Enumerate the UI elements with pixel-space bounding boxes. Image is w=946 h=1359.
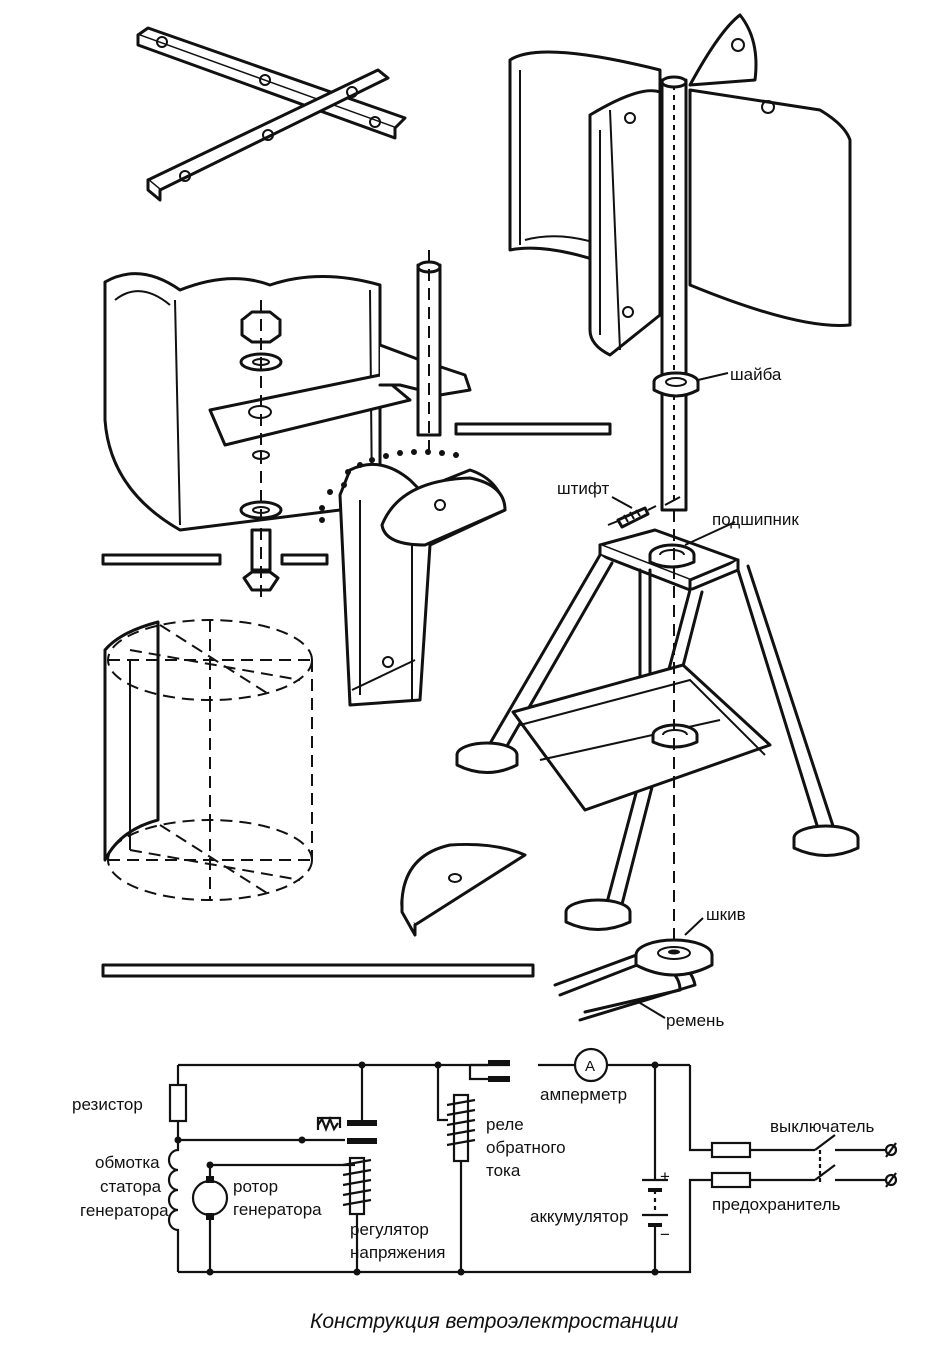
label-belt: ремень [666, 1011, 724, 1030]
label-battery: аккумулятор [530, 1207, 628, 1226]
label-relay-2: обратного [486, 1138, 566, 1157]
blade-segment-with-bolt [101, 250, 612, 600]
label-regulator-2: напряжения [350, 1243, 445, 1262]
label-relay-1: реле [486, 1115, 524, 1134]
label-resistor: резистор [72, 1095, 143, 1114]
half-disc-plate [400, 842, 527, 937]
fuse-bottom [710, 1171, 752, 1189]
electrical-circuit: A + − [167, 1047, 898, 1276]
ammeter-letter: A [585, 1058, 595, 1075]
label-washer: шайба [730, 365, 782, 384]
label-regulator-1: регулятор [350, 1220, 429, 1239]
leader-belt [634, 999, 666, 1019]
terminal-bottom [884, 1173, 898, 1187]
label-pulley: шкив [706, 905, 746, 924]
label-bearing: подшипник [712, 510, 799, 529]
tripod-stand [455, 510, 860, 940]
label-fuse: предохранитель [712, 1195, 841, 1214]
pulley-and-belt [553, 938, 714, 1022]
terminal-top [884, 1143, 898, 1157]
label-rotor-1: ротор [233, 1177, 278, 1196]
long-bar [101, 963, 535, 978]
crossed-mounting-strips [136, 26, 407, 202]
label-ammeter: амперметр [540, 1085, 627, 1104]
switch-symbol [814, 1134, 836, 1181]
pin [607, 496, 681, 529]
fuse-top [710, 1141, 752, 1159]
label-pin: штифт [557, 479, 610, 498]
u-blade-with-rivets [319, 449, 507, 707]
leader-bearing [684, 521, 736, 546]
battery-minus: − [660, 1225, 670, 1244]
leader-pulley [684, 917, 704, 936]
generator-symbol [191, 1179, 229, 1217]
label-stator-1: обмотка [95, 1153, 160, 1172]
label-rotor-2: генератора [233, 1200, 322, 1219]
leader-washer [697, 372, 729, 381]
label-switch: выключатель [770, 1117, 875, 1136]
reverse-current-relay-coil [452, 1093, 470, 1163]
figure-caption: Конструкция ветроэлектростанции [310, 1310, 679, 1333]
leader-pin [611, 496, 633, 509]
cylinder-cutting-template [103, 619, 313, 901]
stator-winding-symbol [167, 1140, 180, 1272]
resistor-symbol [168, 1083, 188, 1123]
voltage-regulator-coil [348, 1156, 366, 1216]
vertical-rotor-blades [508, 13, 852, 512]
label-relay-3: тока [486, 1161, 521, 1180]
battery-plus: + [660, 1167, 670, 1186]
ammeter-symbol [573, 1047, 609, 1083]
label-stator-2: статора [100, 1177, 162, 1196]
label-stator-3: генератора [80, 1201, 169, 1220]
